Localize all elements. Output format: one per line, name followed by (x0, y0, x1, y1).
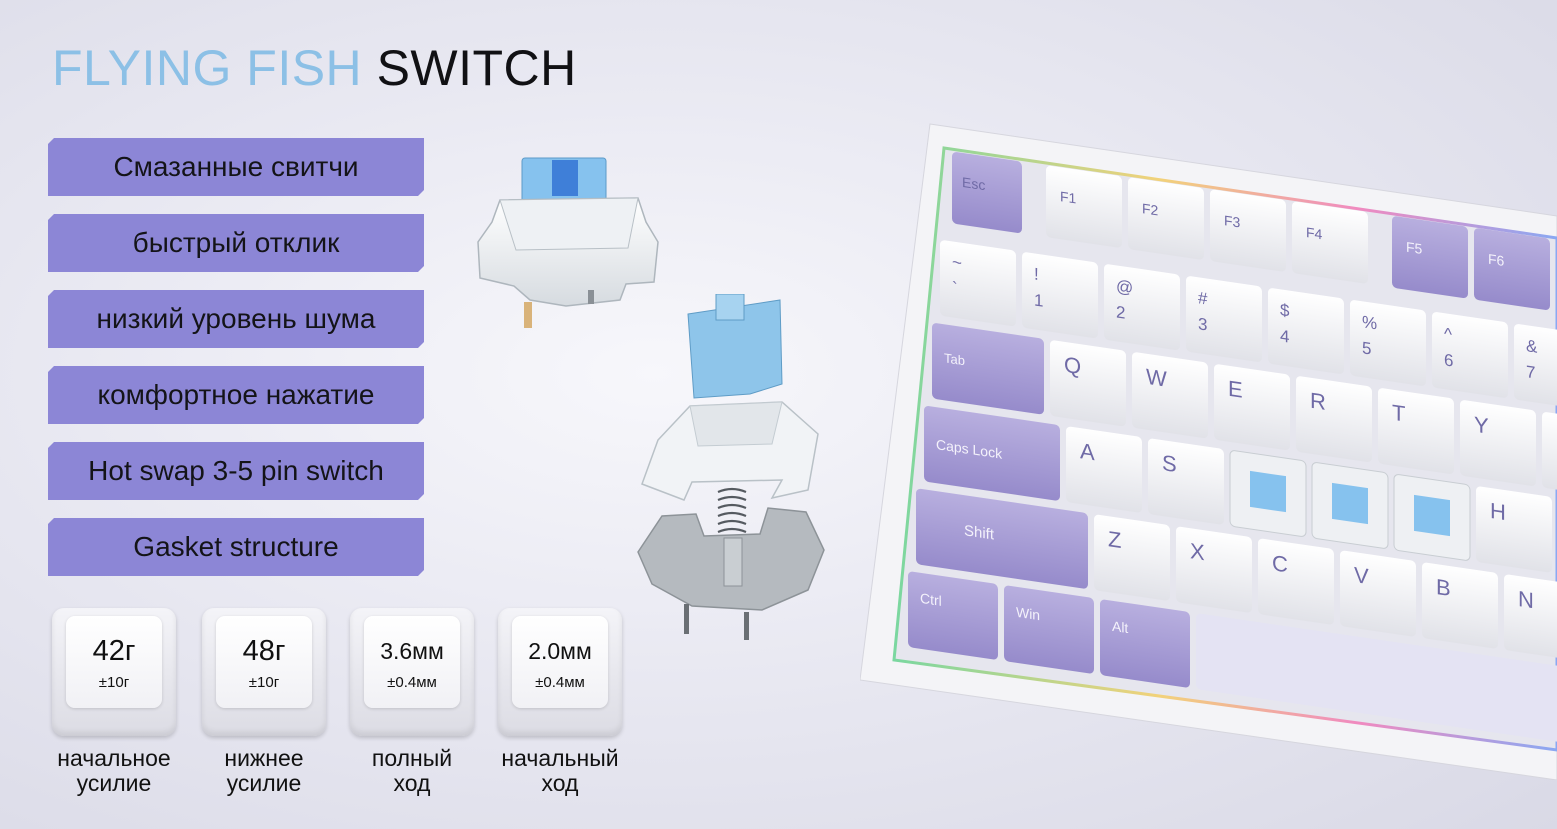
key-label: @ (1116, 276, 1133, 297)
key-label: Shift (964, 522, 995, 543)
keycap-icon: 2.0мм ±0.4мм (498, 608, 622, 736)
feature-pill: низкий уровень шума (48, 290, 424, 348)
key-label: F2 (1142, 200, 1159, 218)
key-label: # (1198, 288, 1208, 308)
key-label: Y (1474, 412, 1489, 439)
spec-tolerance: ±10г (248, 673, 280, 691)
key-label: Tab (944, 350, 965, 368)
spec-label-line: начальный (501, 745, 619, 771)
key-label: F5 (1406, 239, 1423, 257)
key-label: F6 (1488, 251, 1505, 269)
key-label: F1 (1060, 188, 1077, 206)
key-label: Win (1016, 604, 1040, 623)
key-label: $ (1280, 300, 1290, 320)
title-main: SWITCH (376, 40, 577, 96)
spec-label-line: ход (393, 770, 431, 796)
spec-label: полный ход (346, 746, 478, 796)
key-label: 4 (1280, 326, 1289, 346)
key-label: B (1436, 574, 1451, 601)
spec-label-line: полный (371, 745, 453, 771)
key-label: C (1272, 550, 1288, 577)
feature-pill: Hot swap 3-5 pin switch (48, 442, 424, 500)
key-label: R (1310, 388, 1326, 415)
switch-assembled-icon (477, 157, 659, 328)
key-label: S (1162, 450, 1177, 477)
keyboard-image: Esc F1 F2 F3 F4 F5 F6 ~ ` ! 1 @ 2 # 3 $ (860, 123, 1557, 780)
title-accent: FLYING FISH (52, 40, 363, 96)
key-label: N (1518, 586, 1534, 613)
key-label: Ctrl (920, 590, 942, 609)
spec-bottom-force: 48г ±10г нижнее усилие (198, 608, 330, 796)
key-label: H (1490, 498, 1506, 525)
key-label: 3 (1198, 314, 1207, 334)
key-label: 5 (1362, 338, 1371, 358)
spec-value: 48г (242, 634, 286, 667)
spec-label: начальное усилие (48, 746, 180, 796)
switch-exploded-icon (637, 294, 825, 640)
feature-pill: быстрый отклик (48, 214, 424, 272)
spec-value: 3.6мм (380, 637, 444, 664)
keycap-icon: 3.6мм ±0.4мм (350, 608, 474, 736)
key-label: 7 (1526, 362, 1535, 382)
feature-pill: Gasket structure (48, 518, 424, 576)
spec-tolerance: ±0.4мм (387, 673, 437, 691)
feature-pill: комфортное нажатие (48, 366, 424, 424)
key-label: V (1354, 562, 1369, 589)
key-label: Z (1108, 526, 1121, 553)
spec-label: нижнее усилие (198, 746, 330, 796)
key-label: W (1146, 364, 1167, 392)
key-label: F3 (1224, 212, 1241, 230)
key-label: ! (1034, 264, 1039, 284)
key-label: ~ (952, 253, 962, 273)
spec-total-travel: 3.6мм ±0.4мм полный ход (346, 608, 478, 796)
key-label: & (1526, 336, 1538, 357)
spec-label-line: нижнее (224, 745, 304, 771)
spec-value: 2.0мм (528, 637, 592, 664)
key-label: 1 (1034, 290, 1043, 310)
keycap-icon: 48г ±10г (202, 608, 326, 736)
key-label: A (1080, 438, 1095, 465)
key-label: F4 (1306, 224, 1323, 242)
key-label: T (1392, 400, 1405, 427)
key-label: X (1190, 538, 1205, 565)
key-label: 6 (1444, 350, 1453, 370)
key-label: ` (952, 279, 958, 299)
spec-pretravel: 2.0мм ±0.4мм начальный ход (494, 608, 626, 796)
spec-tolerance: ±10г (98, 673, 130, 691)
key-label: E (1228, 376, 1243, 403)
key-label: Q (1064, 352, 1081, 379)
spec-initial-force: 42г ±10г начальное усилие (48, 608, 180, 796)
key-label: % (1362, 312, 1377, 333)
spec-tolerance: ±0.4мм (535, 673, 585, 691)
spec-label-line: усилие (76, 770, 152, 796)
spec-label-line: начальное (57, 745, 171, 771)
spec-label-line: ход (541, 770, 579, 796)
spec-label-line: усилие (226, 770, 302, 796)
spec-value: 42г (92, 634, 136, 667)
key-label: Esc (962, 174, 985, 193)
feature-list: Смазанные свитчи быстрый отклик низкий у… (48, 138, 424, 594)
page-title: FLYING FISH SWITCH (52, 38, 577, 98)
key-label: ^ (1444, 324, 1452, 344)
key-label: 2 (1116, 302, 1125, 322)
key-label: Alt (1112, 618, 1128, 636)
spec-label: начальный ход (494, 746, 626, 796)
feature-pill: Смазанные свитчи (48, 138, 424, 196)
keycap-icon: 42г ±10г (52, 608, 176, 736)
